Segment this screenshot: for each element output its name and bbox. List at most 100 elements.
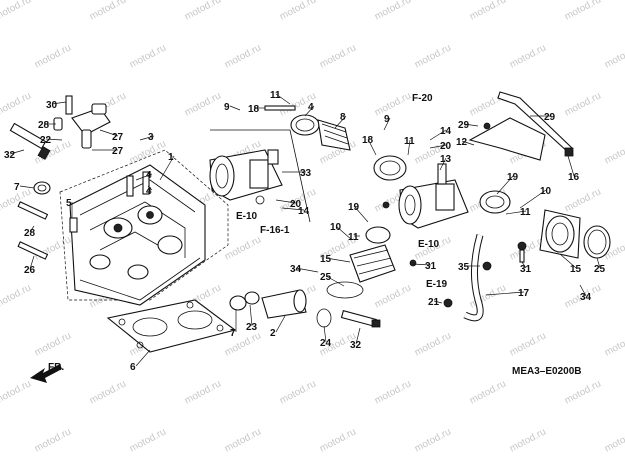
watermark-text: motod.ru — [223, 234, 263, 262]
callout-label-20: 20 — [440, 141, 452, 152]
watermark-text: motod.ru — [563, 90, 603, 118]
leader-line — [147, 185, 153, 191]
leader-line — [559, 253, 577, 269]
callout-label-11: 11 — [270, 90, 281, 101]
watermark-text: motod.ru — [128, 426, 168, 454]
throttle-body-right — [398, 163, 469, 229]
callout-label-14: 14 — [298, 206, 310, 217]
callout-label-25: 25 — [594, 264, 606, 275]
watermark-text: motod.ru — [33, 426, 73, 454]
leader-line — [433, 300, 443, 304]
catalog-code: MEA3–E0200B — [512, 366, 581, 377]
watermark-text: motod.ru — [603, 138, 625, 166]
leader-line — [505, 210, 527, 215]
callout-label-11: 11 — [520, 207, 531, 218]
callout-label-29: 29 — [544, 112, 556, 123]
callout-label-22: 22 — [40, 135, 52, 146]
watermark-text: motod.ru — [603, 42, 625, 70]
callout-label-34: 34 — [580, 292, 592, 303]
leader-line — [29, 255, 35, 270]
watermark-text: motod.ru — [468, 0, 508, 23]
leader-line — [461, 140, 475, 146]
leader-line — [579, 284, 587, 297]
callout-label-13: 13 — [440, 154, 452, 165]
leader-line — [275, 199, 297, 204]
cylinder-head — [59, 149, 229, 306]
breather-hose — [463, 234, 484, 322]
insulator-parts-bottom — [229, 289, 381, 328]
callout-label-32: 32 — [350, 340, 362, 351]
leader-line — [567, 155, 575, 177]
callout-label-15: 15 — [570, 264, 582, 275]
callout-label-19: 19 — [348, 202, 360, 213]
bracket-and-pipe — [468, 91, 574, 161]
leader-line — [139, 135, 155, 141]
watermark-text: motod.ru — [563, 0, 603, 23]
callout-label-1: 1 — [168, 152, 174, 163]
watermark-text: motod.ru — [183, 378, 223, 406]
front-direction-arrow: FR. — [30, 362, 64, 383]
watermark-text: motod.ru — [603, 330, 625, 358]
watermark-text: motod.ru — [0, 282, 33, 310]
watermark-text: motod.ru — [183, 90, 223, 118]
callout-label-9: 9 — [384, 114, 390, 125]
leader-line — [325, 257, 351, 263]
watermark-text: motod.ru — [33, 234, 73, 262]
watermark-text: motod.ru — [373, 282, 413, 310]
callout-label-9: 9 — [224, 102, 230, 113]
callout-label-25: 25 — [320, 272, 332, 283]
watermark-text: motod.ru — [223, 42, 263, 70]
callout-label-17: 17 — [518, 288, 530, 299]
watermark-text: motod.ru — [413, 330, 453, 358]
callout-label-26: 26 — [24, 265, 36, 276]
callout-label-3: 3 — [148, 132, 154, 143]
reference-label: E-19 — [426, 279, 448, 290]
leader-line — [323, 325, 327, 343]
watermark-text: motod.ru — [508, 330, 548, 358]
insulator-boot-right — [539, 209, 611, 259]
leader-line — [521, 261, 527, 269]
callout-label-34: 34 — [290, 264, 302, 275]
leader-line — [411, 263, 432, 266]
leader-line — [439, 157, 447, 171]
watermark-text: motod.ru — [88, 378, 128, 406]
leader-line — [355, 327, 361, 345]
leader-line — [135, 173, 153, 181]
callout-label-28: 28 — [38, 120, 50, 131]
callout-label-15: 15 — [320, 254, 332, 265]
head-gasket — [106, 299, 237, 353]
watermark-text: motod.ru — [0, 378, 33, 406]
watermark-text: motod.ru — [413, 426, 453, 454]
callout-label-23: 23 — [246, 322, 258, 333]
callout-label-30: 30 — [46, 100, 58, 111]
reference-label: E-10 — [418, 239, 440, 250]
leader-line — [45, 138, 63, 141]
leader-line — [249, 304, 253, 327]
watermark-text: motod.ru — [0, 90, 33, 118]
reference-label: F-20 — [412, 93, 433, 104]
callout-label-28: 28 — [24, 228, 36, 239]
watermark-text: motod.ru — [278, 0, 318, 23]
watermark-text: motod.ru — [508, 42, 548, 70]
watermark-text: motod.ru — [603, 426, 625, 454]
leader-line — [29, 225, 35, 233]
callout-label-11: 11 — [404, 136, 415, 147]
leader-line — [135, 349, 151, 367]
spark-plug-left — [9, 122, 51, 160]
callout-label-29: 29 — [458, 120, 470, 131]
throttle-body-left — [209, 149, 283, 205]
watermark-text: motod.ru — [318, 42, 358, 70]
reference-label: E-10 — [236, 211, 258, 222]
front-label: FR. — [48, 362, 64, 373]
watermark-text: motod.ru — [223, 330, 263, 358]
leader-line — [334, 115, 347, 129]
callout-label-6: 6 — [130, 362, 136, 373]
rocker-arm-assembly — [53, 95, 111, 149]
leader-line — [367, 138, 377, 156]
watermark-text: motod.ru — [373, 90, 413, 118]
callout-label-19: 19 — [507, 172, 519, 183]
callout-label-16: 16 — [568, 172, 580, 183]
